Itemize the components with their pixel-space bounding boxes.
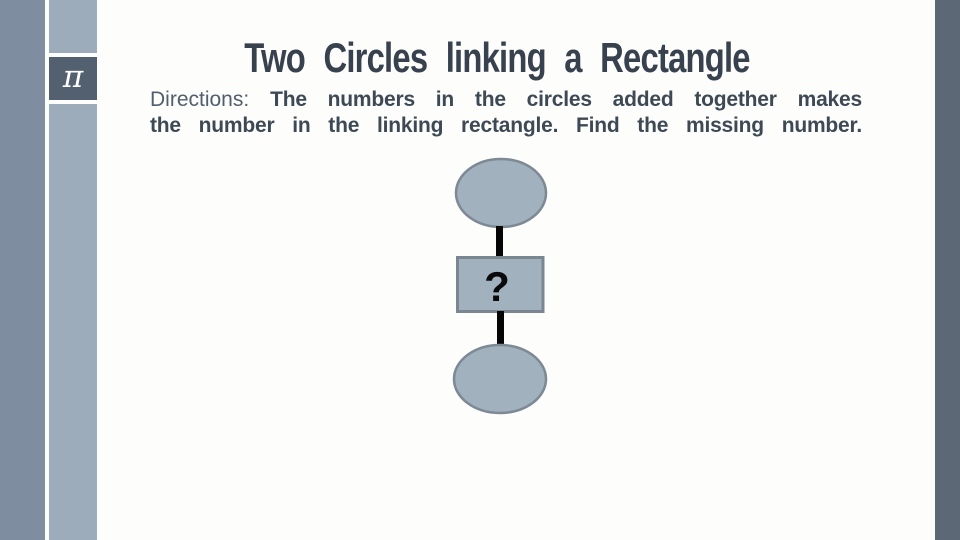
page-title: Two Circles linking a Rectangle [244, 34, 750, 81]
directions-text-2: the number in the linking rectangle. Fin… [150, 114, 862, 137]
number-chain-diagram: ? [452, 157, 548, 415]
right-strip [935, 0, 960, 540]
directions-line-1: Directions: The numbers in the circles a… [150, 87, 862, 113]
pi-icon: π [62, 59, 84, 95]
left-strip-outer [0, 0, 45, 540]
bottom-connector [497, 311, 504, 347]
linking-rectangle [456, 256, 545, 313]
top-circle [454, 157, 548, 229]
pi-logo: π [49, 53, 97, 104]
directions-text-1: The numbers in the circles added togethe… [270, 88, 862, 111]
directions-line-2: the number in the linking rectangle. Fin… [150, 113, 862, 139]
bottom-circle [452, 343, 548, 415]
directions-label: Directions: [150, 88, 250, 111]
directions: Directions: The numbers in the circles a… [150, 87, 862, 139]
question-mark: ? [484, 263, 510, 310]
top-connector [496, 226, 503, 260]
